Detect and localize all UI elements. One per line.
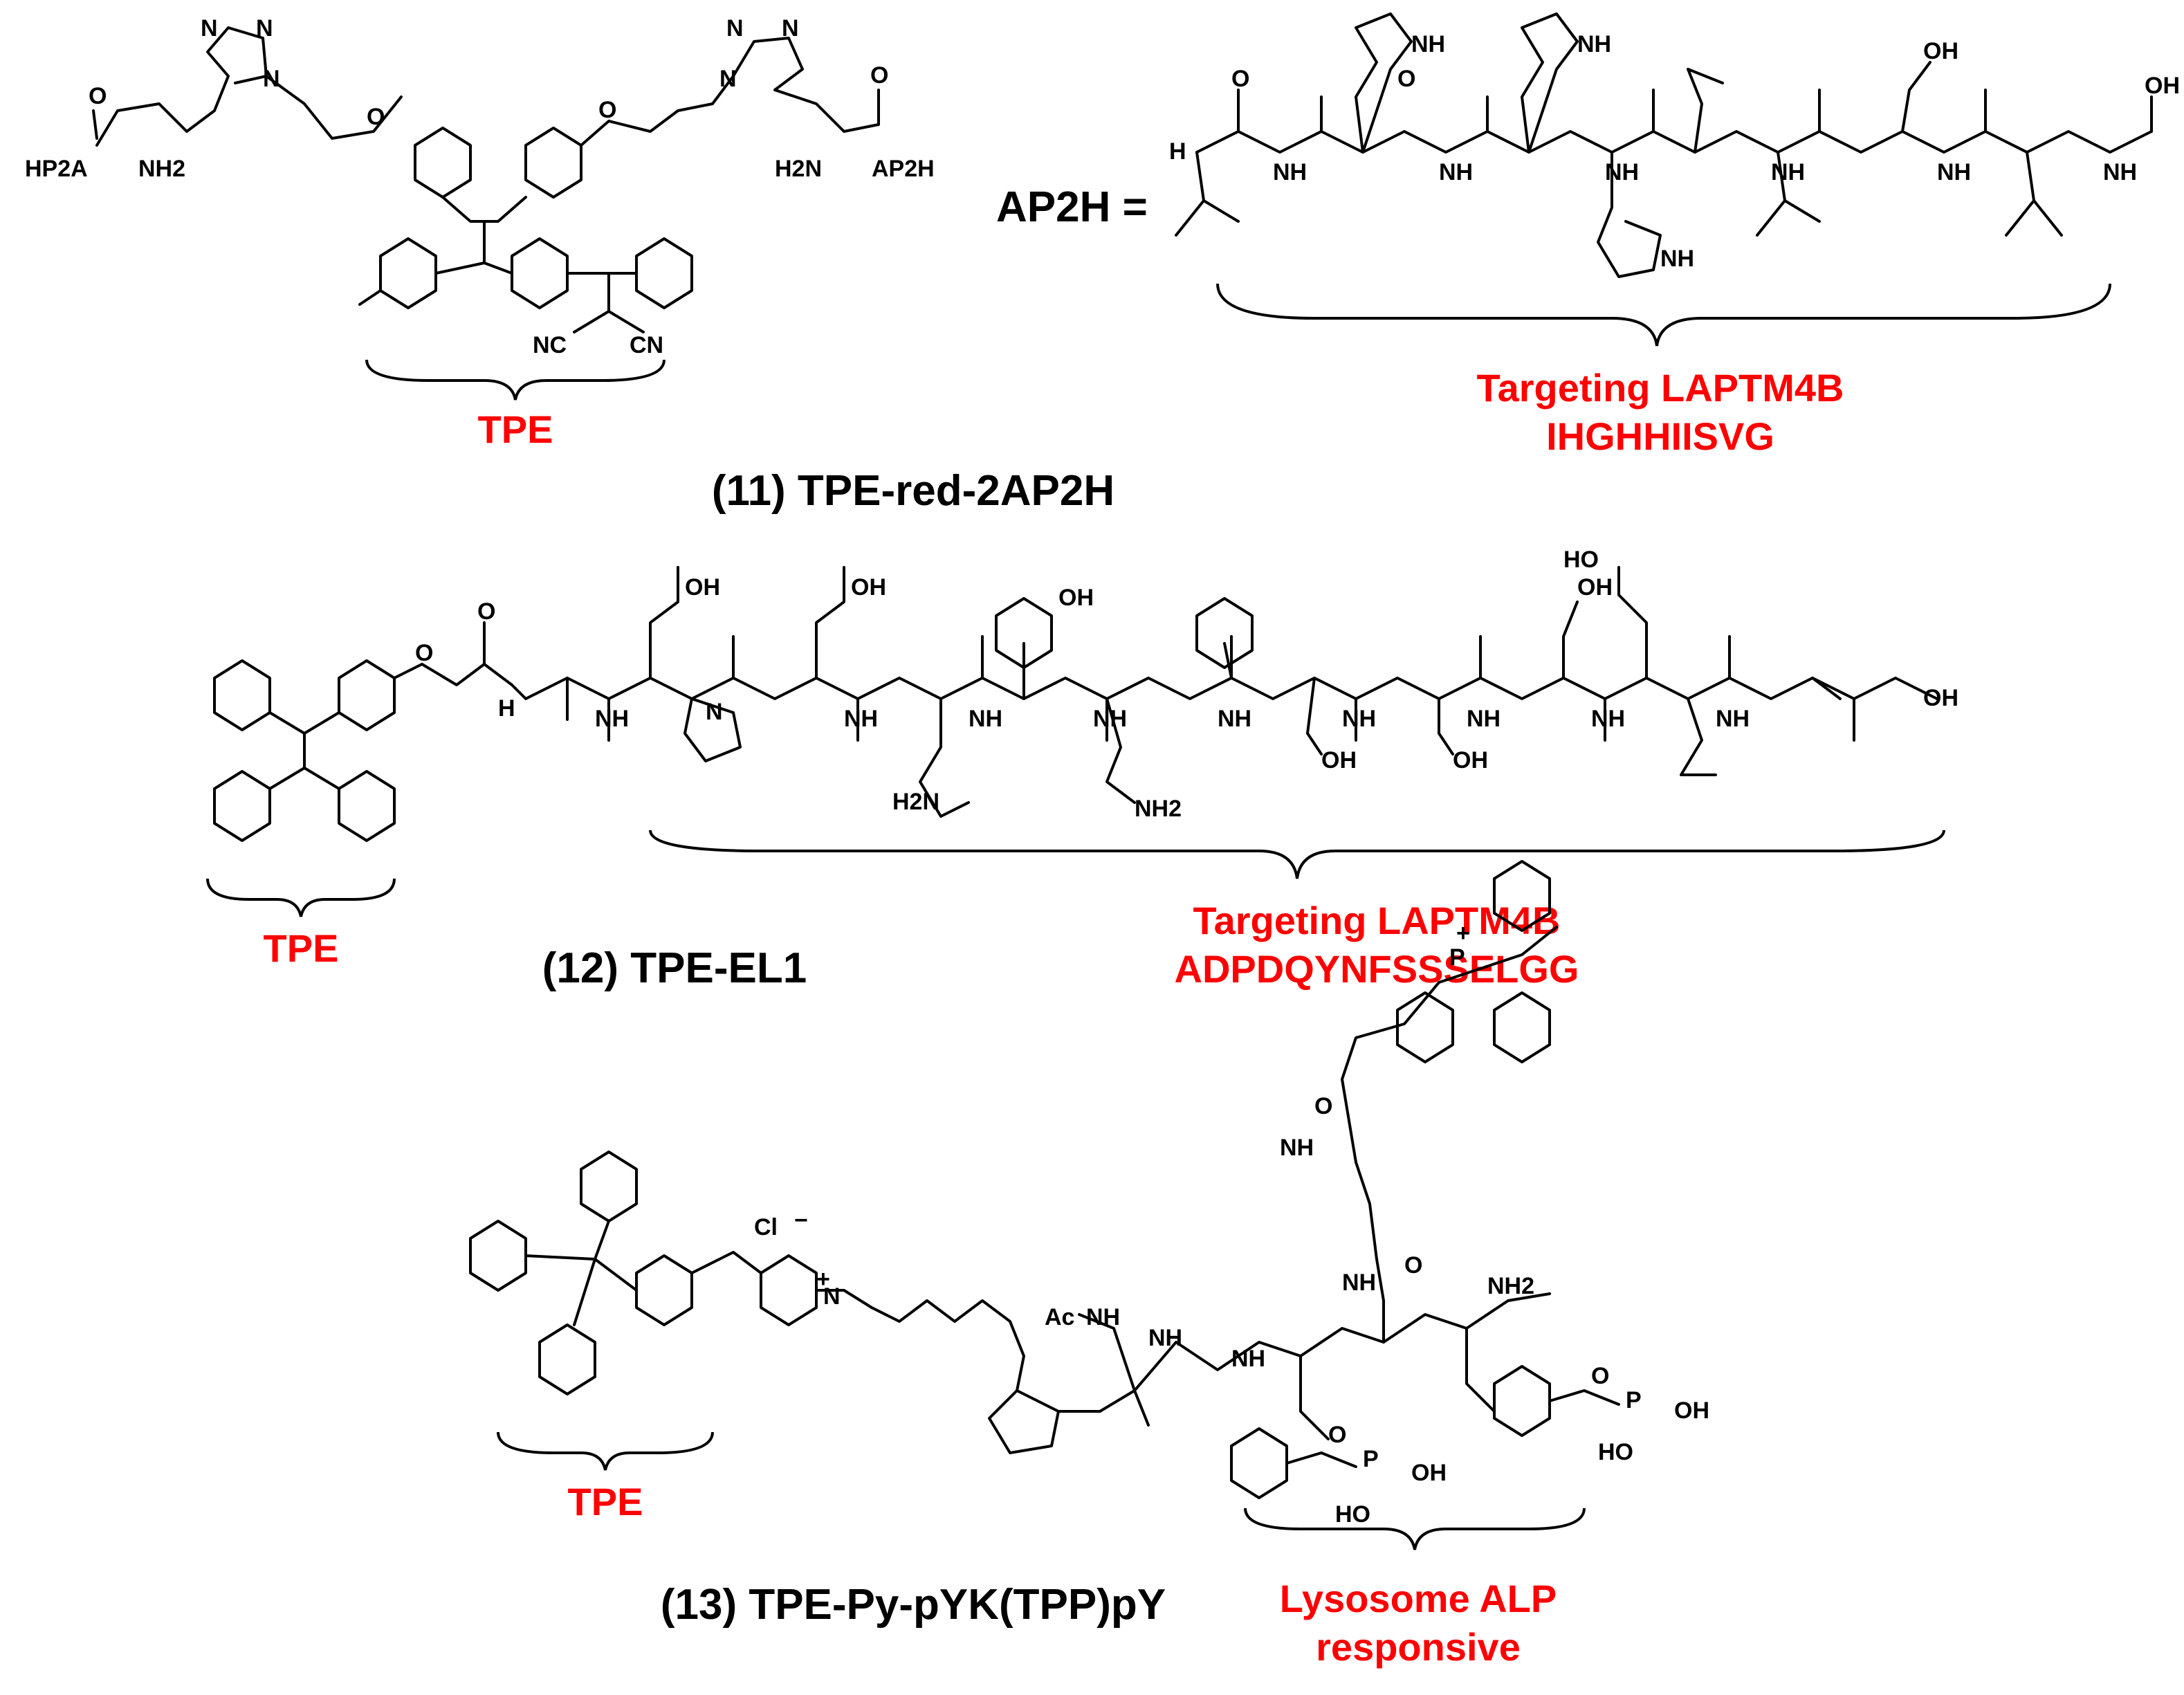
atom-o: O bbox=[1328, 1422, 1346, 1448]
atom-minus: − bbox=[794, 1207, 808, 1234]
atom-nh: NH bbox=[1439, 159, 1473, 185]
atom-nh: NH bbox=[844, 706, 878, 732]
atom-oh: OH bbox=[1321, 747, 1357, 773]
atom-nh: NH bbox=[1231, 1346, 1265, 1372]
atom-nh: NH bbox=[2103, 159, 2137, 185]
atom-n: N bbox=[823, 1283, 841, 1310]
compound-name-13: (13) TPE-Py-pYK(TPP)pY bbox=[661, 1581, 1166, 1629]
compound-11: O HP2A NH2 N N N O NC CN O N N N O H2N A… bbox=[25, 12, 2180, 515]
atom-cn: CN bbox=[630, 332, 663, 358]
atom-h2n: H2N bbox=[892, 789, 939, 815]
brace-alp bbox=[1244, 1508, 1586, 1550]
target-line1-12: Targeting LAPTM4B bbox=[1193, 899, 1561, 942]
atom-hp2a: HP2A bbox=[25, 156, 88, 182]
atom-o: O bbox=[598, 97, 616, 123]
atom-ap2h: AP2H bbox=[872, 156, 935, 182]
atom-ho: HO bbox=[1563, 547, 1599, 573]
atom-n: N bbox=[782, 15, 799, 42]
atom-cl: Cl bbox=[754, 1214, 778, 1240]
brace-tpe-12 bbox=[206, 878, 396, 917]
atom-nh: NH bbox=[1411, 31, 1445, 57]
atom-oh: OH bbox=[1674, 1398, 1709, 1424]
atom-nh: NH bbox=[1218, 706, 1251, 732]
target-line1-11: Targeting LAPTM4B bbox=[1477, 366, 1844, 410]
atom-o: O bbox=[1404, 1252, 1422, 1279]
atom-n: N bbox=[263, 66, 280, 92]
brace-tpe-11 bbox=[365, 359, 666, 401]
atom-oh: OH bbox=[1923, 685, 1958, 711]
atom-nh: NH bbox=[1148, 1325, 1182, 1351]
target-line2-12: ADPDQYNFSSSELGG bbox=[1175, 947, 1579, 991]
tpe-label-13: TPE bbox=[568, 1480, 643, 1523]
target-line2-13: responsive bbox=[1316, 1625, 1521, 1669]
atom-oh: OH bbox=[1453, 747, 1488, 773]
atom-h: H bbox=[1169, 138, 1186, 165]
tpe-label-11: TPE bbox=[478, 407, 553, 451]
atom-plus: + bbox=[1456, 920, 1470, 946]
atom-ac: Ac bbox=[1045, 1304, 1074, 1330]
atom-oh: OH bbox=[1058, 585, 1094, 611]
atom-oh: OH bbox=[1923, 38, 1958, 64]
atom-p: P bbox=[1449, 944, 1465, 971]
atom-nc: NC bbox=[533, 332, 567, 358]
atom-n: N bbox=[201, 15, 218, 42]
atom-nh: NH bbox=[1342, 706, 1376, 732]
atom-n: N bbox=[719, 66, 737, 92]
atom-nh: NH bbox=[1771, 159, 1805, 185]
atom-ho: HO bbox=[1335, 1501, 1370, 1528]
atom-o: O bbox=[367, 104, 385, 130]
compound-13: Cl − N + Ac NH NH NH NH NH O NH2 O O P H… bbox=[469, 860, 1709, 1669]
atom-o: O bbox=[870, 62, 888, 89]
atom-nh: NH bbox=[1093, 706, 1127, 732]
compound-12: O O H NH N NH NH NH NH NH NH NH NH OH OH… bbox=[206, 547, 1958, 992]
atom-nh2: NH2 bbox=[1487, 1273, 1534, 1299]
atom-nh: NH bbox=[1716, 706, 1750, 732]
compound-name-11: (11) TPE-red-2AP2H bbox=[712, 467, 1114, 515]
atom-nh: NH bbox=[1605, 159, 1639, 185]
atom-o: O bbox=[1591, 1363, 1609, 1389]
atom-p: P bbox=[1626, 1387, 1642, 1413]
target-line1-13: Lysosome ALP bbox=[1280, 1577, 1557, 1620]
atom-nh: NH bbox=[1342, 1270, 1376, 1296]
atom-nh: NH bbox=[969, 706, 1002, 732]
target-line2-11: IHGHHIISVG bbox=[1546, 414, 1774, 458]
atom-oh: OH bbox=[685, 574, 720, 601]
atom-nh2: NH2 bbox=[1135, 796, 1182, 822]
atom-p: P bbox=[1363, 1446, 1379, 1472]
brace-el1 bbox=[649, 830, 1945, 879]
atom-nh: NH bbox=[1273, 159, 1307, 185]
atom-n: N bbox=[256, 15, 273, 42]
atom-nh: NH bbox=[1660, 246, 1694, 272]
atom-oh: OH bbox=[851, 574, 886, 601]
tpe-label-12: TPE bbox=[264, 926, 339, 970]
atom-plus: + bbox=[816, 1266, 830, 1292]
atom-ho: HO bbox=[1598, 1439, 1633, 1465]
atom-nh2: NH2 bbox=[138, 156, 185, 182]
atom-o: O bbox=[415, 640, 433, 666]
atom-n: N bbox=[706, 699, 723, 725]
atom-o: O bbox=[89, 83, 107, 109]
brace-ap2h bbox=[1216, 283, 2111, 347]
atom-oh: OH bbox=[1411, 1460, 1447, 1486]
atom-h2n: H2N bbox=[775, 156, 822, 182]
atom-nh: NH bbox=[1591, 706, 1625, 732]
atom-nh: NH bbox=[595, 706, 629, 732]
atom-h: H bbox=[498, 695, 515, 722]
brace-tpe-13 bbox=[497, 1431, 714, 1471]
atom-o: O bbox=[1231, 66, 1249, 92]
atom-nh: NH bbox=[1577, 31, 1611, 57]
atom-nh: NH bbox=[1280, 1135, 1314, 1161]
atom-oh: OH bbox=[1577, 574, 1613, 601]
atom-oh: OH bbox=[2145, 73, 2180, 99]
ap2h-definition-label: AP2H = bbox=[996, 183, 1148, 231]
atom-nh: NH bbox=[1937, 159, 1971, 185]
atom-o: O bbox=[477, 598, 495, 625]
atom-o: O bbox=[1397, 66, 1415, 92]
compound-name-12: (12) TPE-EL1 bbox=[542, 944, 807, 992]
atom-nh: NH bbox=[1467, 706, 1501, 732]
atom-nh: NH bbox=[1086, 1304, 1120, 1330]
atom-n: N bbox=[726, 15, 744, 42]
atom-o: O bbox=[1314, 1093, 1332, 1119]
